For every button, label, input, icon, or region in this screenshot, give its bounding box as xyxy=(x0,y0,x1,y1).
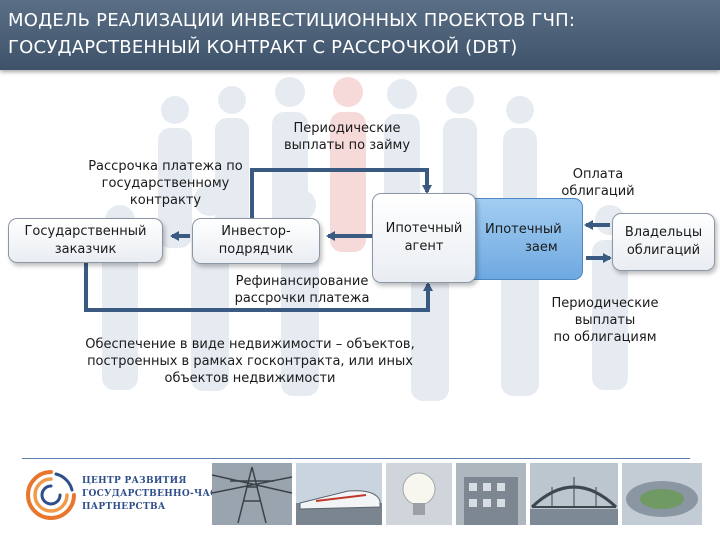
photo-stadium xyxy=(622,463,702,525)
label-refinancing: Рефинансирование рассрочки платежа xyxy=(234,274,370,306)
ppp-center-logo-icon xyxy=(26,470,76,520)
photo-light-bulb xyxy=(386,463,452,525)
label-installment-payment: Рассрочка платежа по государственному ко… xyxy=(88,159,243,208)
title-line-1: МОДЕЛЬ РЕАЛИЗАЦИИ ИНВЕСТИЦИОННЫХ ПРОЕКТО… xyxy=(8,10,576,31)
photo-high-speed-train xyxy=(296,463,382,525)
arrow-periodic-loan-payments xyxy=(250,168,432,218)
node-bondholders: Владельцы облигаций xyxy=(612,213,715,271)
photo-bridge xyxy=(530,463,618,525)
label-periodic-bond-payments: Периодические выплаты по облигациям xyxy=(551,296,659,345)
slide-header: МОДЕЛЬ РЕАЛИЗАЦИИ ИНВЕСТИЦИОННЫХ ПРОЕКТО… xyxy=(0,0,720,70)
photo-building xyxy=(456,463,526,525)
photo-power-lines xyxy=(212,463,292,525)
slide-title: МОДЕЛЬ РЕАЛИЗАЦИИ ИНВЕСТИЦИОННЫХ ПРОЕКТО… xyxy=(8,7,714,61)
title-line-2: ГОСУДАРСТВЕННЫЙ КОНТРАКТ С РАССРОЧКОЙ (D… xyxy=(8,37,518,58)
label-bond-payment: Оплата облигаций xyxy=(561,167,635,199)
node-mortgage-loan: Ипотечный заем xyxy=(458,198,583,280)
ppp-center-logo-text: ЦЕНТР РАЗВИТИЯ ГОСУДАРСТВЕННО-ЧАСТНОГО П… xyxy=(82,476,257,512)
label-collateral: Обеспечение в виде недвижимости – объект… xyxy=(85,337,415,386)
arrow-refinancing xyxy=(84,262,433,312)
footer-divider xyxy=(22,458,690,459)
node-state-customer: Государственный заказчик xyxy=(8,218,163,263)
node-investor-contractor: Инвестор- подрядчик xyxy=(192,218,320,264)
label-periodic-loan-payments: Периодические выплаты по займу xyxy=(283,121,411,153)
node-mortgage-agent: Ипотечный агент xyxy=(372,193,476,283)
